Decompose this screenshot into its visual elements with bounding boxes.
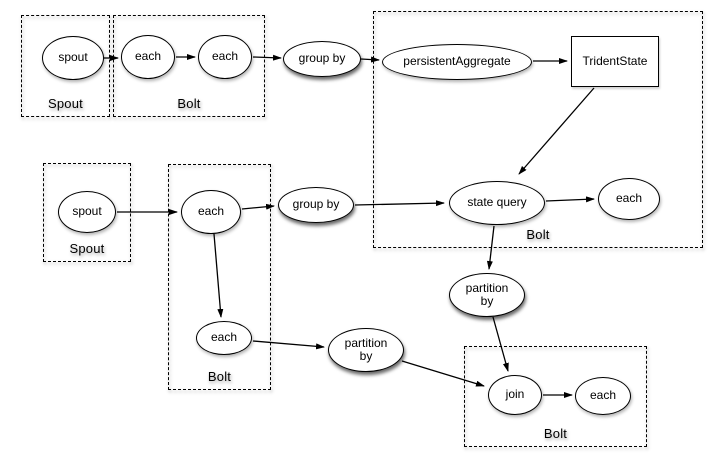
node-each-4: each — [598, 178, 660, 220]
node-trident-state: TridentState — [571, 36, 659, 87]
node-group-by-2: group by — [278, 187, 354, 223]
node-each-6: each — [575, 377, 631, 415]
node-partition-by-2: partition by — [449, 273, 525, 317]
container-bolt-2: Bolt — [168, 164, 271, 390]
container-bolt-1-label: Bolt — [177, 96, 201, 111]
node-spout-2-label: spout — [72, 204, 102, 219]
node-join: join — [488, 375, 542, 415]
node-partition-by-1-label: partition by — [344, 335, 388, 363]
node-state-query: state query — [449, 181, 545, 225]
container-bolt-1: Bolt — [113, 15, 265, 117]
node-each-2-label: each — [211, 49, 239, 64]
container-bolt-big: Bolt — [373, 11, 703, 248]
node-partition-by-1: partition by — [328, 328, 404, 372]
container-bolt-2-label: Bolt — [207, 369, 232, 384]
node-partition-by-2-label: partition by — [465, 280, 509, 308]
node-persistent-aggregate: persistentAggregate — [382, 44, 532, 80]
container-bolt-3-label: Bolt — [543, 426, 568, 441]
node-each-3: each — [181, 190, 241, 234]
node-state-query-label: state query — [467, 195, 527, 210]
node-each-6-label: each — [589, 388, 617, 403]
node-each-1-label: each — [134, 49, 162, 64]
node-group-by-1-label: group by — [298, 51, 346, 66]
node-join-label: join — [505, 387, 525, 402]
node-group-by-1: group by — [283, 41, 361, 77]
node-each-3-label: each — [197, 204, 225, 219]
node-spout-1-label: spout — [58, 50, 88, 65]
node-persistent-aggregate-label: persistentAggregate — [403, 54, 511, 69]
container-spout-1: Spout — [21, 15, 110, 117]
node-each-5: each — [196, 321, 252, 355]
node-spout-2: spout — [58, 191, 116, 233]
node-each-5-label: each — [210, 330, 238, 345]
node-each-4-label: each — [615, 191, 643, 206]
container-spout-2-label: Spout — [69, 241, 105, 256]
container-bolt-big-label: Bolt — [526, 227, 550, 242]
node-spout-1: spout — [42, 36, 104, 80]
node-each-2: each — [198, 35, 252, 79]
node-group-by-2-label: group by — [292, 197, 340, 212]
container-spout-1-label: Spout — [48, 96, 83, 111]
node-trident-state-label: TridentState — [582, 53, 648, 68]
container-bolt-3: Bolt — [464, 346, 647, 447]
node-each-1: each — [121, 35, 175, 79]
